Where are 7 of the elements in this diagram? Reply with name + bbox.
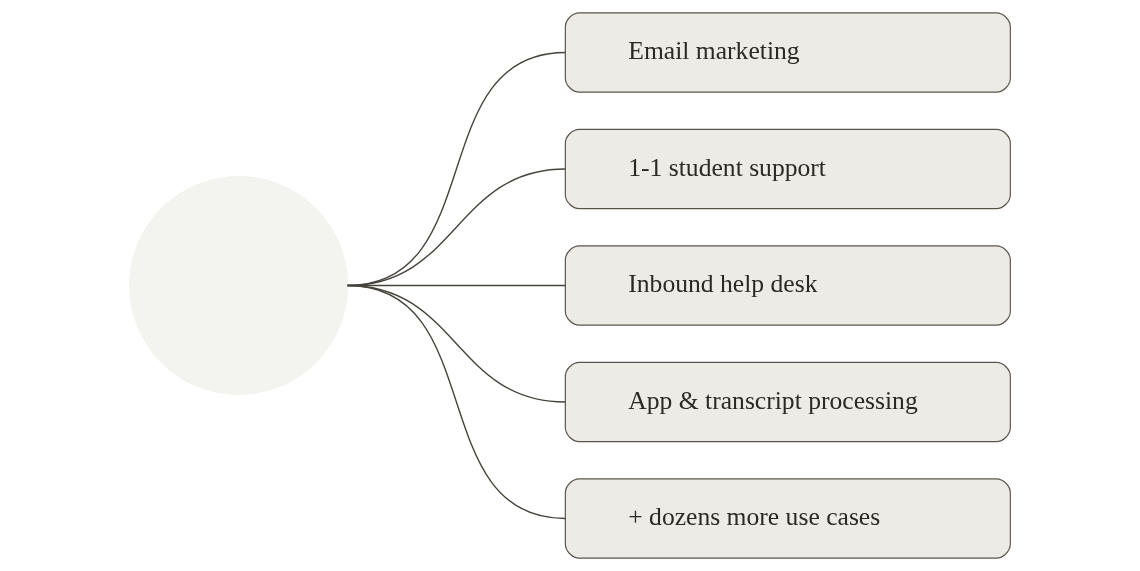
node-box: App & transcript processing bbox=[564, 361, 1011, 443]
node-box: Email marketing bbox=[564, 12, 1011, 93]
node-box: + dozens more use cases bbox=[564, 478, 1011, 559]
node-box: Inbound help desk bbox=[564, 245, 1011, 326]
connector bbox=[346, 284, 567, 520]
node-box: 1-1 student support bbox=[564, 128, 1011, 210]
node-circle bbox=[129, 176, 349, 395]
